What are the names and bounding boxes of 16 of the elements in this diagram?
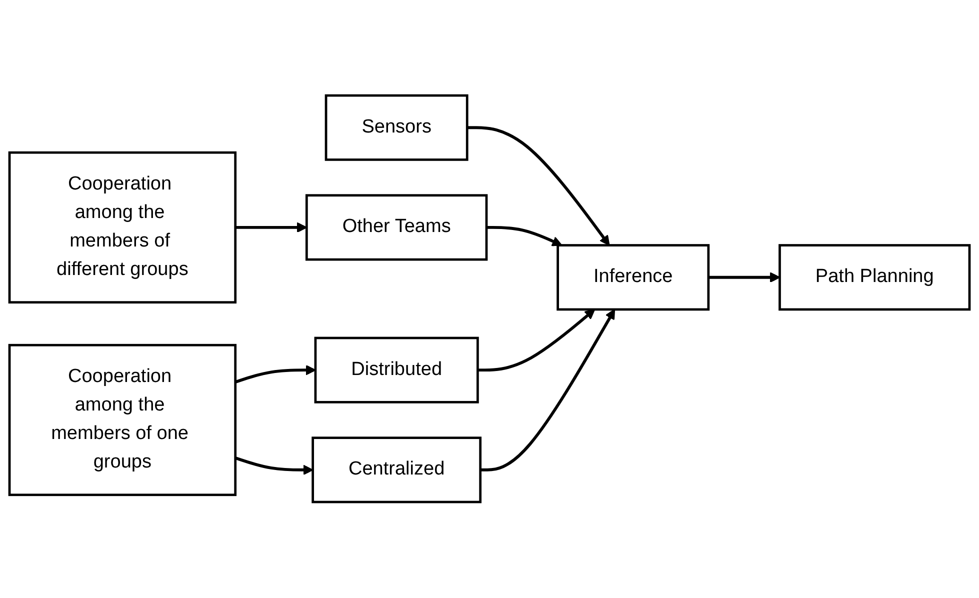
arrow bbox=[478, 309, 596, 372]
node-box: Centralized bbox=[312, 436, 482, 504]
arrow bbox=[235, 222, 308, 233]
arrow bbox=[708, 272, 780, 283]
arrow bbox=[234, 365, 316, 384]
arrow bbox=[467, 126, 610, 246]
arrow bbox=[480, 309, 616, 472]
node-box: Cooperation among the members of different groups bbox=[8, 152, 237, 304]
node-box: Inference bbox=[556, 244, 710, 311]
arrow bbox=[486, 226, 562, 246]
arrow bbox=[234, 456, 314, 476]
node-box: Sensors bbox=[324, 94, 468, 162]
node-box: Other Teams bbox=[305, 194, 488, 261]
node-box: Cooperation among the members of one groups bbox=[8, 344, 237, 496]
node-box: Distributed bbox=[314, 337, 479, 404]
node-box: Path Planning bbox=[778, 244, 971, 311]
